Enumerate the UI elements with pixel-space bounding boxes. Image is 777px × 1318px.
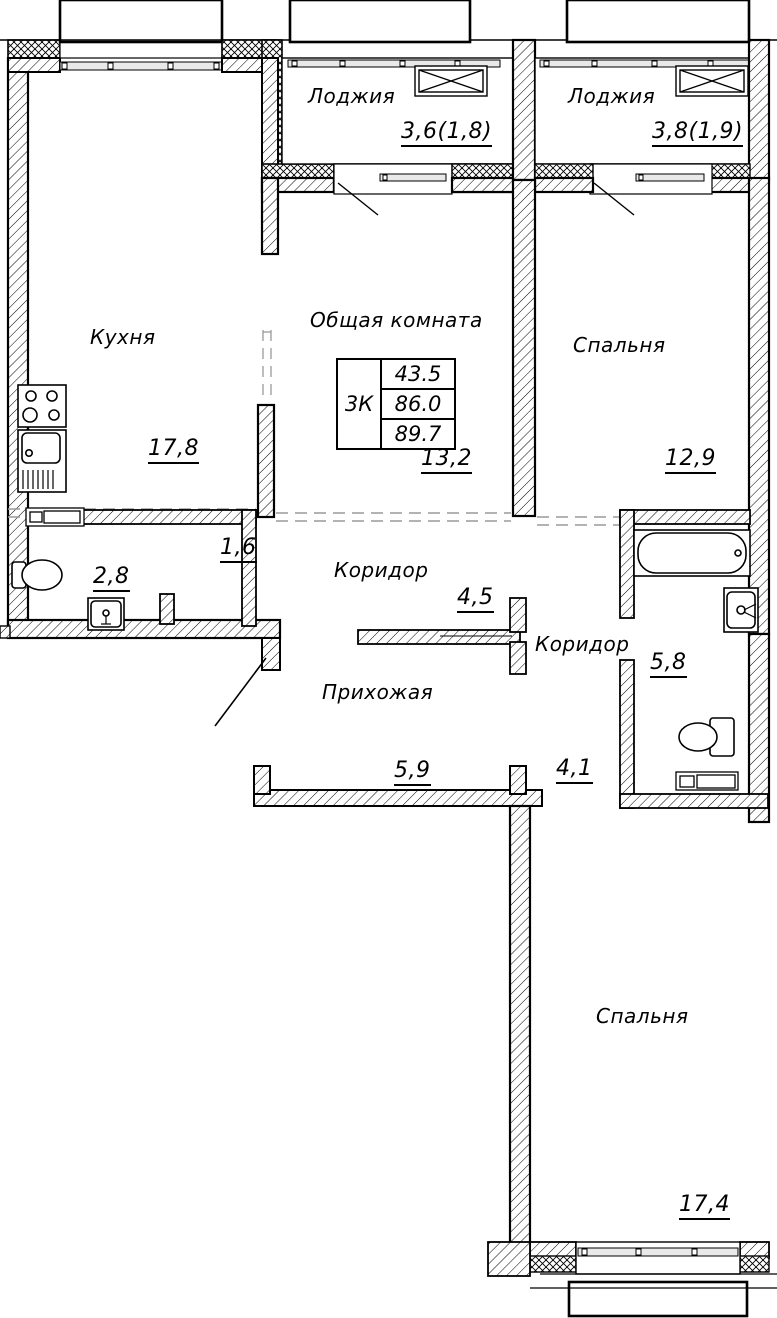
summary-total-cell: 86.0 [382,390,454,420]
summary-rooms-cell: 3К [338,360,382,448]
summary-living-value: 43.5 [394,362,442,386]
toilet-icon [11,559,63,591]
loggia-right-area: 3,8(1,9) [652,119,744,147]
washbasin-icon [723,587,759,633]
apartment-summary-box: 3К 43.5 86.0 89.7 [336,358,456,450]
loggia-left-label: Лоджия [308,84,396,108]
summary-total-value: 86.0 [394,392,442,416]
room-label-corridor-right: Коридор [535,632,630,656]
summary-total-loggia-cell: 89.7 [382,420,454,448]
summary-total-loggia-value: 89.7 [394,422,442,446]
room-area-wc-left: 2,8 [93,564,130,592]
loggia-left-area: 3,6(1,8) [401,119,493,147]
toilet-icon [678,717,735,757]
room-area-bedroom-top: 12,9 [665,446,716,474]
room-label-hallway: Прихожая [322,680,434,704]
room-area-closet: 1,6 [220,535,257,563]
room-area-hallway: 5,9 [394,758,431,786]
room-label-bedroom-bottom: Спальня [596,1004,689,1028]
room-area-living-room: 13,2 [421,446,472,474]
room-area-corridor-right: 4,1 [556,756,593,784]
room-area-bathroom-right: 5,8 [650,650,687,678]
counter-icon [25,507,85,527]
washbasin-icon [87,597,125,631]
summary-living-cell: 43.5 [382,360,454,390]
room-area-kitchen: 17,8 [148,436,199,464]
room-label-kitchen: Кухня [90,325,156,349]
room-area-corridor-main: 4,5 [457,585,494,613]
room-area-bedroom-bottom: 17,4 [679,1192,730,1220]
summary-rooms-value: 3К [344,392,374,416]
room-label-corridor-main: Коридор [334,558,429,582]
kitchen-sink-icon [17,429,67,493]
bath-shelf-icon [675,771,739,791]
stove-icon [17,384,67,428]
loggia-right-label: Лоджия [568,84,656,108]
bathtub-icon [633,529,751,577]
room-label-living-room: Общая комната [310,308,483,332]
room-label-bedroom-top: Спальня [573,333,666,357]
